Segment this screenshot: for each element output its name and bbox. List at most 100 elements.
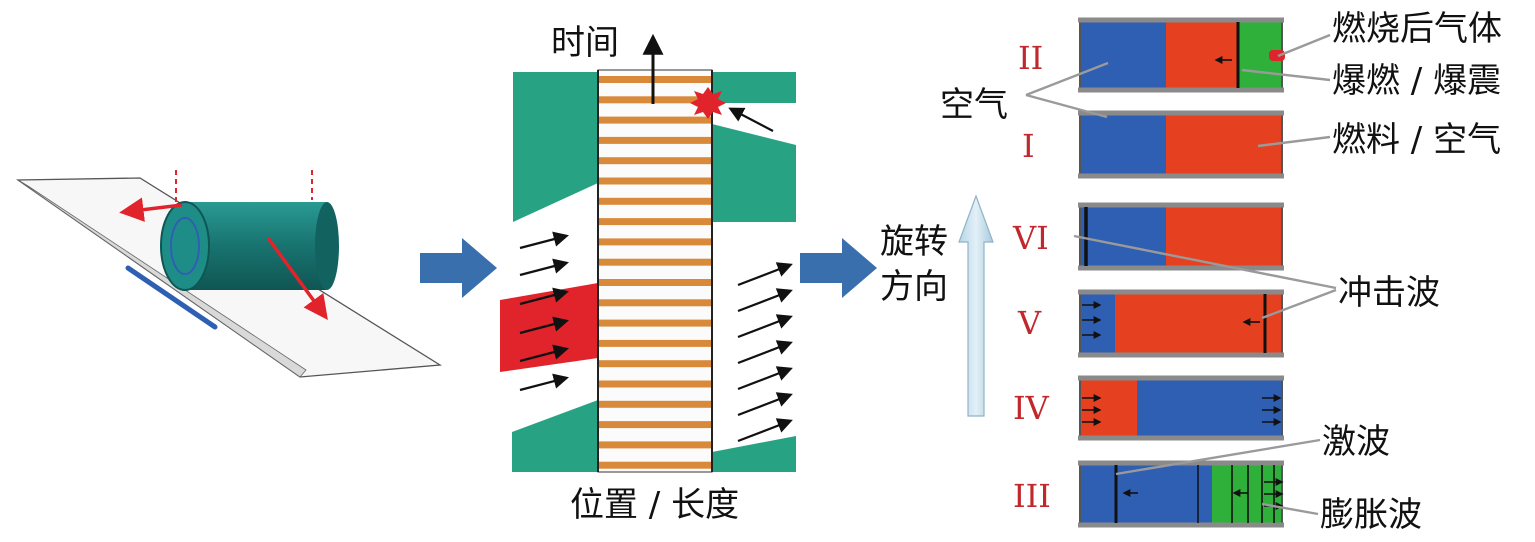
stage-label-VI: VI xyxy=(1013,219,1049,257)
ignition-arrow xyxy=(728,107,774,132)
inlet-flow-arrows xyxy=(519,231,569,392)
state-box-V xyxy=(1078,289,1284,358)
channel-band xyxy=(598,319,712,327)
channel-band xyxy=(598,177,712,185)
outlet-arrow xyxy=(737,392,793,417)
callout-expansion-wave: 膨胀波 xyxy=(1320,495,1422,535)
port-bottom-right xyxy=(712,436,796,472)
callout-deflagration: 爆燃 / 爆震 xyxy=(1332,61,1502,101)
outlet-arrow xyxy=(737,366,793,391)
callout-lines xyxy=(1025,33,1337,516)
flow-arrow-2 xyxy=(800,238,877,298)
leader-shock-top xyxy=(1073,234,1337,290)
channel-bands xyxy=(598,76,712,469)
port-top-right xyxy=(712,72,796,103)
air-zone xyxy=(1137,378,1282,438)
rotation-arrow-right xyxy=(266,236,328,320)
outlet-arrow xyxy=(737,340,793,365)
channel-band xyxy=(598,76,712,83)
channel-stack xyxy=(597,69,713,473)
rotation-direction-arrow xyxy=(958,194,994,417)
channel-band xyxy=(598,238,712,246)
channel-band xyxy=(598,258,712,266)
air-zone xyxy=(1080,20,1166,90)
leader-fuel-air xyxy=(1257,135,1331,148)
callout-shock-wave: 冲击波 xyxy=(1338,273,1440,313)
port-bottom-left xyxy=(512,400,598,472)
callout-fuel-air: 燃料 / 空气 xyxy=(1332,120,1502,160)
leader-shock xyxy=(1115,438,1321,476)
stage-label-I: I xyxy=(1022,127,1035,165)
blue-guide-line xyxy=(125,265,218,330)
fuel_air-zone xyxy=(1166,20,1238,90)
outlet-arrow xyxy=(737,262,793,287)
flow-arrow-1 xyxy=(420,238,497,298)
channel-band xyxy=(598,339,712,347)
callout-shock: 激波 xyxy=(1322,422,1390,462)
state-box-IV xyxy=(1078,375,1284,441)
rotation-label-line2: 方向 xyxy=(880,267,948,307)
channel-band xyxy=(598,421,712,429)
channel-band xyxy=(598,299,712,307)
leader-burned-gas xyxy=(1277,33,1331,58)
stage-label-II: II xyxy=(1018,39,1044,77)
callout-air: 空气 xyxy=(940,85,1008,125)
channel-band xyxy=(598,380,712,388)
leader-shock-bottom xyxy=(1261,288,1337,320)
wave-markers xyxy=(1082,22,1285,523)
inlet-arrow xyxy=(519,231,569,250)
outlet-arrow xyxy=(737,288,793,313)
time-label: 时间 xyxy=(551,23,619,63)
rotor-illustration xyxy=(15,170,443,378)
burned-gas-nozzle xyxy=(1269,50,1285,61)
state-box-VI xyxy=(1078,202,1284,271)
air-zone xyxy=(1080,292,1115,355)
channel-band xyxy=(598,96,712,104)
port-top-left xyxy=(513,72,598,222)
channel-band xyxy=(598,116,712,124)
leader-air-top xyxy=(1025,61,1109,97)
callout-burned-gas: 燃烧后气体 xyxy=(1332,9,1502,49)
fuel_air-zone xyxy=(1080,378,1137,438)
air-zone xyxy=(1080,205,1166,268)
channel-band xyxy=(598,218,712,226)
rotor-drum-end-right xyxy=(315,202,339,290)
inlet-hot-gas xyxy=(500,283,598,372)
rotation-arrow-left xyxy=(119,197,183,222)
inlet-arrow xyxy=(519,258,569,277)
state-box-III xyxy=(1078,460,1284,528)
inlet-arrow xyxy=(519,344,569,363)
stage-label-V: V xyxy=(1018,304,1042,342)
rotor-drum-face xyxy=(160,201,210,291)
ignition-spark xyxy=(690,87,726,119)
fuel_air-zone xyxy=(1115,292,1282,355)
channel-band xyxy=(598,136,712,144)
leader-air-bottom xyxy=(1025,93,1108,119)
outlet-flow-arrows xyxy=(737,262,793,443)
channel-band xyxy=(598,461,712,469)
stage-label-III: III xyxy=(1013,477,1051,515)
position-length-label: 位置 / 长度 xyxy=(570,485,740,525)
channel-diagram xyxy=(500,33,796,473)
stage-label-IV: IV xyxy=(1013,389,1049,427)
channel-band xyxy=(598,197,712,205)
air-zone xyxy=(1080,113,1166,176)
leader-deflagration xyxy=(1241,68,1331,82)
state-box-II xyxy=(1078,17,1284,93)
port-mid-right xyxy=(712,124,796,222)
channel-band xyxy=(598,400,712,408)
rotor-drum-face-inner xyxy=(170,217,200,275)
outlet-arrow xyxy=(737,314,793,339)
state-box-I xyxy=(1078,110,1284,179)
channel-band xyxy=(598,441,712,449)
channel-band xyxy=(598,157,712,165)
inlet-arrow xyxy=(519,316,569,335)
leader-expansion xyxy=(1261,502,1319,516)
inlet-arrow xyxy=(519,373,569,392)
outlet-arrow xyxy=(737,418,793,443)
channel-band xyxy=(598,360,712,368)
channel-band xyxy=(598,279,712,286)
air-zone xyxy=(1080,463,1212,525)
